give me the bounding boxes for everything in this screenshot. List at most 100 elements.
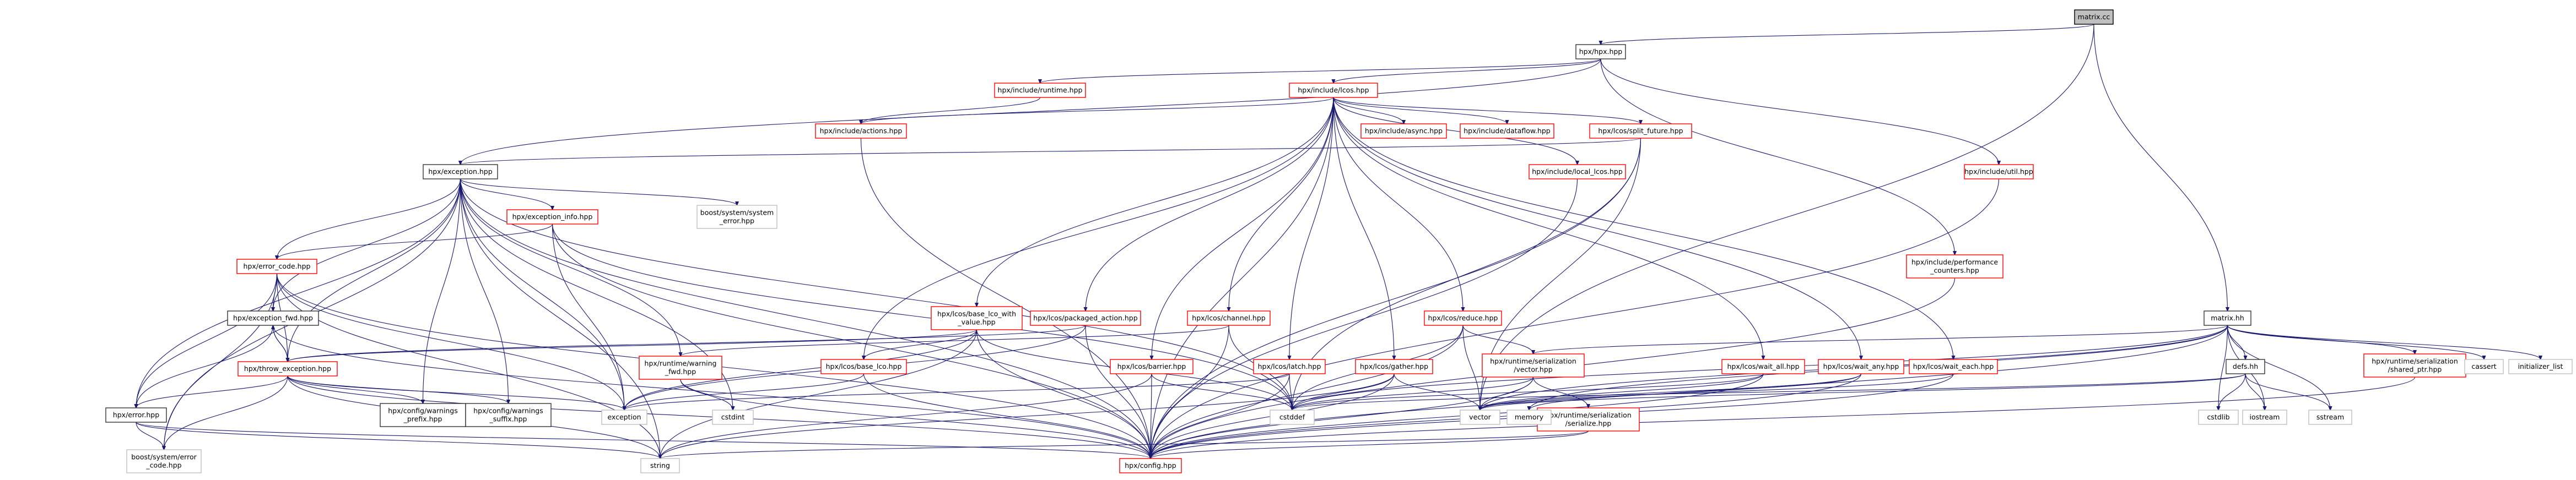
dependency-edge-base_lco_with_value-to-string_std [660, 329, 978, 459]
dependency-edge-exception_hpp-to-string_std [460, 178, 661, 459]
node-label: hpx/lcos/gather.hpp [1360, 362, 1428, 370]
graph-node-lcos-latch[interactable]: hpx/lcos/latch.hpp [1253, 359, 1326, 374]
graph-node-include-lcos[interactable]: hpx/include/lcos.hpp [1289, 83, 1378, 98]
graph-node-lcos-reduce[interactable]: hpx/lcos/reduce.hpp [1424, 310, 1502, 326]
graph-node-ser-shared-ptr[interactable]: hpx/runtime/serialization/shared_ptr.hpp [2363, 353, 2466, 378]
graph-node-throw-exception[interactable]: hpx/throw_exception.hpp [237, 361, 338, 377]
node-box [506, 209, 598, 225]
graph-node-exception-fwd[interactable]: hpx/exception_fwd.hpp [227, 310, 319, 326]
node-box [815, 123, 907, 139]
dependency-edge-exception_info-to-error_code [277, 223, 553, 259]
graph-node-include-perf[interactable]: hpx/include/performance_counters.hpp [1906, 254, 2003, 279]
graph-node-wait-any[interactable]: hpx/lcos/wait_any.hpp [1818, 359, 1904, 374]
node-label: /shared_ptr.hpp [2388, 366, 2442, 374]
node-box [712, 410, 754, 425]
graph-node-lcos-barrier[interactable]: hpx/lcos/barrier.hpp [1110, 359, 1194, 374]
node-label: hpx/include/dataflow.hpp [1463, 127, 1551, 135]
graph-node-cstddef-std: cstddef [1270, 410, 1315, 425]
node-label: hpx/lcos/packaged_action.hpp [1033, 314, 1137, 322]
node-box [105, 407, 167, 423]
graph-node-include-runtime[interactable]: hpx/include/runtime.hpp [994, 83, 1086, 98]
graph-node-warnings-suffix[interactable]: hpx/config/warnings_suffix.hpp [465, 403, 552, 427]
graph-node-exception-hpp[interactable]: hpx/exception.hpp [423, 164, 498, 179]
dependency-edge-defs_hh-to-sstream_std [2245, 373, 2330, 410]
dependency-edge-defs_hh-to-iostream_std [2245, 373, 2265, 410]
dependency-edge-include_actions-to-config_hpp [860, 138, 1151, 459]
dependency-edge-exception_info-to-config_hpp [552, 223, 1151, 459]
graph-node-wait-each[interactable]: hpx/lcos/wait_each.hpp [1909, 359, 1998, 374]
node-box [237, 361, 338, 377]
graph-node-error-code[interactable]: hpx/error_code.hpp [236, 259, 317, 274]
graph-node-local-lcos[interactable]: hpx/include/local_lcos.hpp [1529, 164, 1626, 179]
node-label: hpx/runtime/serialization [2372, 357, 2458, 366]
graph-node-base-lco[interactable]: hpx/lcos/base_lco.hpp [820, 359, 907, 374]
node-label: hpx/include/lcos.hpp [1298, 86, 1369, 94]
graph-node-warnings-prefix[interactable]: hpx/config/warnings_prefix.hpp [380, 403, 466, 427]
graph-node-include-dataflow[interactable]: hpx/include/dataflow.hpp [1460, 123, 1554, 139]
node-label: hpx/lcos/wait_all.hpp [1727, 362, 1799, 370]
graph-node-split-future[interactable]: hpx/lcos/split_future.hpp [1589, 123, 1692, 139]
graph-node-cstdlib-std: cstdlib [2198, 410, 2239, 425]
node-box [1360, 123, 1447, 139]
node-label: hpx/exception_fwd.hpp [233, 314, 313, 322]
node-box [465, 403, 552, 427]
dependency-edge-error_hpp-to-config_hpp [136, 422, 1151, 459]
node-label: matrix.cc [2078, 13, 2110, 21]
node-box [994, 83, 1086, 98]
node-label: hpx/error_code.hpp [244, 262, 311, 270]
graph-node-base-lco-with-value[interactable]: hpx/lcos/base_lco_with_value.hpp [931, 306, 1023, 330]
graph-node-defs-hh[interactable]: defs.hh [2226, 359, 2265, 374]
node-label: hpx/include/util.hpp [1964, 167, 2033, 176]
node-box [380, 403, 466, 427]
graph-node-include-util[interactable]: hpx/include/util.hpp [1964, 164, 2034, 179]
node-box [1818, 359, 1904, 374]
node-box [1482, 353, 1585, 378]
dependency-edge-include_lcos-to-base_lco_with_value [977, 97, 1334, 307]
graph-node-matrix-hh[interactable]: matrix.hh [2204, 310, 2251, 326]
graph-node-lcos-gather[interactable]: hpx/lcos/gather.hpp [1355, 359, 1433, 374]
dependency-edge-matrix_hh-to-ser_shared_ptr [2227, 325, 2415, 354]
dependency-edge-exception_hpp-to-throw_exception [288, 178, 461, 362]
node-label: hpx/include/local_lcos.hpp [1532, 167, 1623, 176]
node-layer: matrix.cc hpx/hpx.hpp hpx/include/runtime.… [105, 9, 2573, 473]
node-label: hpx/exception.hpp [428, 167, 492, 176]
node-box [1030, 310, 1141, 326]
graph-node-ser-vector[interactable]: hpx/runtime/serialization/vector.hpp [1482, 353, 1585, 378]
graph-node-runtime-warning[interactable]: hpx/runtime/warning_fwd.hpp [639, 356, 722, 380]
dependency-edge-include_lcos-to-lcos_latch [1289, 97, 1334, 359]
dependency-edge-include_lcos-to-wait_each [1333, 97, 1953, 359]
dependency-edge-base_lco-to-exception_std [624, 373, 865, 410]
dependency-edge-include_lcos-to-lcos_channel [1229, 97, 1334, 311]
graph-node-lcos-channel[interactable]: hpx/lcos/channel.hpp [1187, 310, 1271, 326]
graph-node-include-async[interactable]: hpx/include/async.hpp [1360, 123, 1447, 139]
graph-node-packaged-action[interactable]: hpx/lcos/packaged_action.hpp [1030, 310, 1141, 326]
node-box [2464, 359, 2504, 374]
dependency-edge-lcos_barrier-to-cstddef_std [1151, 373, 1292, 410]
graph-node-error-hpp[interactable]: hpx/error.hpp [105, 407, 167, 423]
node-label: hpx/lcos/barrier.hpp [1117, 362, 1186, 370]
graph-node-ser-serialize[interactable]: hpx/runtime/serialization/serialize.hpp [1537, 407, 1640, 432]
graph-node-wait-all[interactable]: hpx/lcos/wait_all.hpp [1721, 359, 1805, 374]
graph-node-include-actions[interactable]: hpx/include/actions.hpp [815, 123, 907, 139]
graph-node-matrix-cc[interactable]: matrix.cc [2074, 9, 2114, 25]
node-box [1424, 310, 1502, 326]
dependency-edge-base_lco-to-config_hpp [863, 373, 1151, 459]
graph-node-cassert-std: cassert [2464, 359, 2504, 374]
dependency-edge-exception_fwd-to-error_hpp [136, 325, 274, 408]
dependency-edge-wait_all-to-cstddef_std [1292, 373, 1764, 410]
graph-node-exception-info[interactable]: hpx/exception_info.hpp [506, 209, 598, 225]
dependency-edge-base_lco_with_value-to-base_lco [864, 329, 978, 359]
dependency-edge-wait_any-to-config_hpp [1151, 373, 1862, 459]
dependency-edge-base_lco_with_value-to-exception_std [624, 329, 978, 410]
graph-node-hpx-hpp[interactable]: hpx/hpx.hpp [1575, 44, 1626, 59]
node-box [1289, 83, 1378, 98]
node-label: defs.hh [2233, 362, 2258, 370]
node-label: hpx/config.hpp [1125, 461, 1176, 470]
dependency-edge-error_hpp-to-string_std [136, 422, 660, 459]
dependency-edge-wait_any-to-vector_std [1480, 373, 1862, 410]
node-box [2508, 359, 2573, 374]
node-box [2198, 410, 2239, 425]
graph-node-config-hpp[interactable]: hpx/config.hpp [1119, 458, 1182, 473]
graph-node-iostream-std: iostream [2242, 410, 2287, 425]
dependency-edge-lcos_reduce-to-ser_vector [1462, 325, 1533, 354]
